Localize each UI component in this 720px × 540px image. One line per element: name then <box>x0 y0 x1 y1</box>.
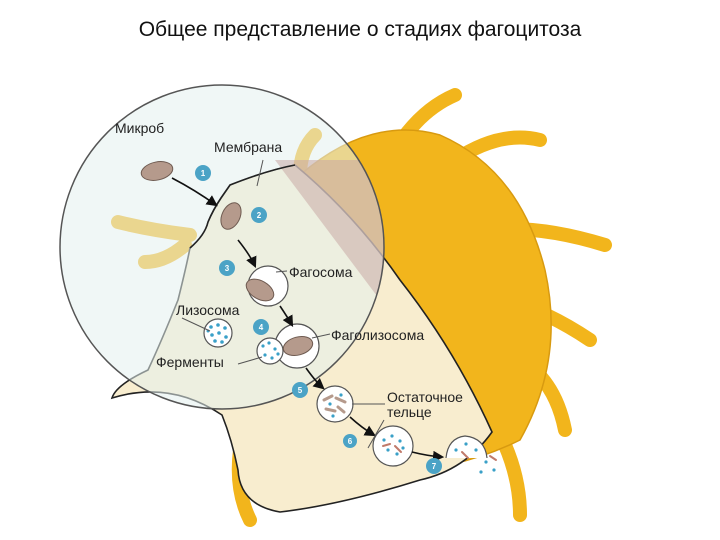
step-badge-6: 6 <box>343 434 357 448</box>
process-arrows <box>171 177 445 462</box>
leader-lines <box>181 159 385 449</box>
microbe-engulfing <box>220 202 242 230</box>
svg-text:2: 2 <box>257 211 262 220</box>
label-phagolysosome: Фаголизосома <box>331 327 424 343</box>
enzyme-dots <box>206 323 228 344</box>
phagolysosome <box>256 323 320 369</box>
svg-text:1: 1 <box>201 169 206 178</box>
step-badge-7: 7 <box>426 458 442 474</box>
svg-text:6: 6 <box>348 437 353 446</box>
label-lysosome: Лизосома <box>176 302 240 318</box>
label-residual-body-line1: Остаточное <box>387 389 463 405</box>
step-badge-3: 3 <box>219 260 235 276</box>
label-phagosome: Фагосома <box>289 264 353 280</box>
label-membrane: Мембрана <box>214 139 282 155</box>
svg-text:4: 4 <box>259 323 264 332</box>
microbe-free <box>140 161 174 181</box>
residual-body <box>372 425 414 467</box>
svg-text:7: 7 <box>432 462 437 471</box>
svg-text:5: 5 <box>298 386 303 395</box>
label-residual-body-line2: тельце <box>387 404 432 420</box>
diagram-title: Общее представление о стадиях фагоцитоза <box>138 18 582 41</box>
microbe-in-phagosome <box>245 278 275 302</box>
cell-membrane <box>189 164 296 249</box>
label-microbe: Микроб <box>115 120 164 136</box>
svg-text:3: 3 <box>225 264 230 273</box>
step-badge-5: 5 <box>292 382 308 398</box>
step-badge-1: 1 <box>195 165 211 181</box>
step-badge-4: 4 <box>253 319 269 335</box>
exocytosis <box>445 435 497 474</box>
label-enzymes: Ферменты <box>156 354 224 370</box>
digesting-vesicle <box>316 385 354 423</box>
step-badge-2: 2 <box>251 207 267 223</box>
